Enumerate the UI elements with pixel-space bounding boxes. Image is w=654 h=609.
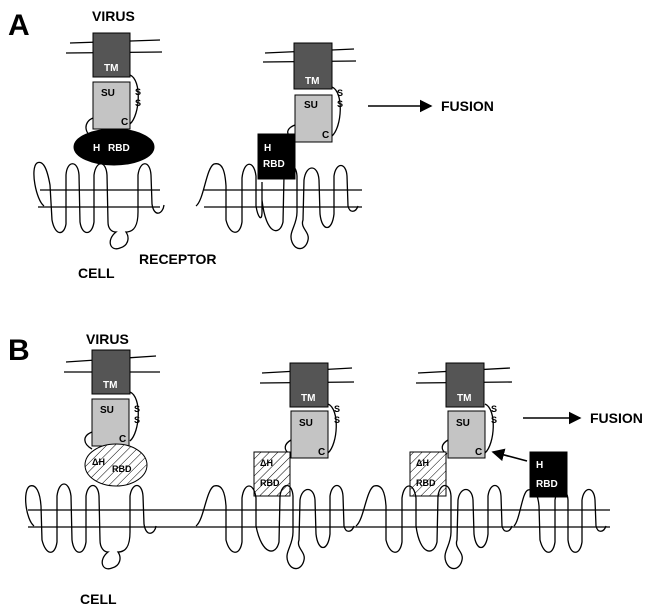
disulfide-s-label: S — [491, 415, 497, 425]
panel-a-label: A — [8, 9, 30, 42]
su-label: SU — [456, 418, 470, 429]
panel-b-complex-2: TM SU C S S ΔH RBD — [253, 362, 355, 497]
su-label: SU — [101, 88, 115, 99]
receptor — [513, 488, 607, 553]
h-label: H — [536, 460, 543, 471]
rbd-label: RBD — [260, 478, 280, 488]
disulfide-linker — [129, 74, 139, 125]
su-box — [447, 410, 486, 459]
tm-box — [445, 362, 485, 408]
rbd-linker — [84, 431, 93, 450]
panel-a-cell-membrane — [38, 189, 362, 208]
tm-label: TM — [301, 393, 315, 404]
su-box — [91, 398, 130, 447]
c-label: C — [121, 117, 128, 128]
panel-b-complex-1: TM SU C S S ΔH RBD — [64, 349, 160, 487]
panel-a: A VIRUS TM SU C S S H RBD TM SU — [8, 8, 494, 281]
rbd-label: RBD — [112, 464, 132, 474]
rbd-square-hatched — [253, 451, 291, 497]
receptor — [24, 483, 157, 570]
su-box — [290, 410, 329, 459]
su-label: SU — [100, 405, 114, 416]
soluble-rbd-square — [529, 451, 568, 498]
panel-a-receptor-label: RECEPTOR — [139, 251, 217, 267]
c-label: C — [318, 447, 325, 458]
receptor — [355, 484, 513, 570]
panel-b-cell-label: CELL — [80, 591, 117, 607]
tm-label: TM — [457, 393, 471, 404]
disulfide-linker — [327, 403, 337, 454]
panel-a-complex-2: TM SU C S S H RBD — [257, 42, 357, 180]
tm-label: TM — [104, 63, 118, 74]
disulfide-linker — [331, 86, 341, 137]
rbd-label: RBD — [536, 479, 558, 490]
receptor — [195, 484, 355, 570]
rbd-ellipse-hatched — [84, 443, 148, 487]
receptor — [195, 163, 359, 250]
panel-b-virus-label: VIRUS — [86, 331, 129, 347]
receptor — [33, 161, 165, 250]
delta-h-label: ΔH — [416, 458, 429, 468]
disulfide-s-label: S — [334, 415, 340, 425]
rbd-ellipse — [73, 128, 155, 166]
panel-b-complex-3: TM SU C S S ΔH RBD H RBD — [409, 362, 568, 498]
panel-b-label: B — [8, 334, 30, 367]
c-label: C — [322, 130, 329, 141]
delta-h-label: ΔH — [260, 458, 273, 468]
delta-h-label: ΔH — [92, 457, 105, 467]
su-label: SU — [304, 100, 318, 111]
c-label: C — [475, 447, 482, 458]
panel-a-fusion-label: FUSION — [441, 98, 494, 114]
su-box — [92, 81, 131, 130]
su-label: SU — [299, 418, 313, 429]
h-label: H — [93, 143, 100, 154]
h-label: H — [264, 143, 271, 154]
disulfide-linker — [129, 391, 139, 442]
disulfide-s-label: S — [491, 404, 497, 414]
panel-b-cell-membrane — [28, 509, 610, 528]
disulfide-linker — [484, 403, 494, 454]
panel-b-fusion-label: FUSION — [590, 410, 643, 426]
tm-box — [91, 349, 131, 395]
panel-a-complex-1: TM SU C S S H RBD — [65, 32, 163, 166]
tm-box — [92, 32, 131, 78]
tm-label: TM — [305, 76, 319, 87]
binding-arrow — [491, 448, 528, 462]
disulfide-s-label: S — [134, 415, 140, 425]
rbd-label: RBD — [108, 143, 130, 154]
disulfide-s-label: S — [334, 404, 340, 414]
tm-box — [289, 362, 329, 408]
tm-label: TM — [103, 380, 117, 391]
disulfide-s-label: S — [337, 88, 343, 98]
panel-b: B VIRUS TM SU C S S ΔH RBD TM SU — [8, 331, 643, 607]
panel-a-virus-label: VIRUS — [92, 8, 135, 24]
panel-a-cell-label: CELL — [78, 265, 115, 281]
rbd-label: RBD — [263, 159, 285, 170]
tm-box — [293, 42, 333, 90]
c-label: C — [119, 434, 126, 445]
su-box — [294, 94, 333, 143]
rbd-label: RBD — [416, 478, 436, 488]
disulfide-s-label: S — [134, 404, 140, 414]
rbd-square — [257, 133, 296, 180]
